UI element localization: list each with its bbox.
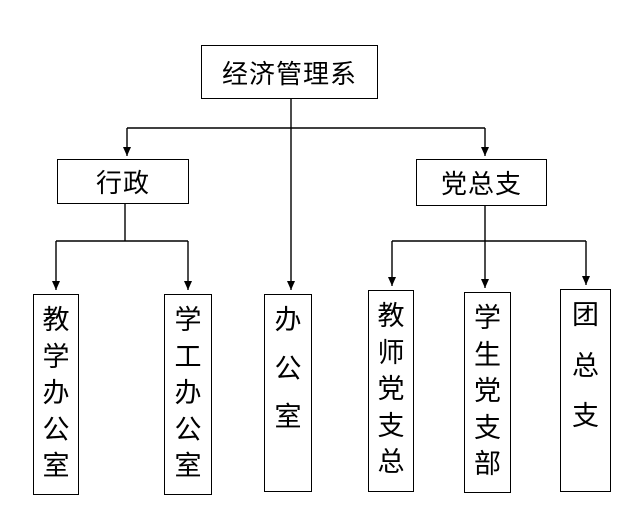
node-char: 党 [377,374,405,405]
node-char: 公 [42,414,70,446]
node-economic-management-dept: 经济管理系 [201,45,378,99]
node-char: 教 [377,301,405,332]
node-char: 学 [42,341,70,373]
node-label: 行政 [95,169,150,199]
node-administration: 行政 [57,159,189,204]
node-char: 学 [174,305,202,336]
node-char: 师 [377,337,405,369]
node-char: 支 [377,410,405,442]
node-char: 总 [377,447,405,478]
node-label: 党总支 [440,170,522,200]
node-teacher-party-branch: 教 师 党 支 总 [368,290,414,492]
node-char: 部 [474,449,501,480]
node-label: 经济管理系 [221,59,357,90]
node-char: 公 [274,353,302,385]
node-char: 工 [174,341,202,373]
node-char: 支 [572,401,599,432]
node-char: 办 [274,305,302,336]
node-char: 党 [474,376,501,407]
node-char: 公 [174,414,202,446]
node-char: 办 [42,378,70,409]
node-teaching-office: 教 学 办 公 室 [33,294,79,495]
node-char: 生 [474,339,501,371]
node-student-affairs-office: 学 工 办 公 室 [164,294,212,495]
node-char: 团 [572,300,599,331]
node-char: 教 [42,305,70,336]
node-char: 室 [42,451,70,482]
node-student-party-branch: 学 生 党 支 部 [464,292,511,493]
node-char: 支 [474,412,501,444]
node-party-general-branch: 党总支 [416,159,547,206]
node-char: 学 [474,303,501,334]
node-char: 总 [572,350,599,382]
node-general-office: 办 公 室 [264,294,312,492]
node-youth-league-branch: 团 总 支 [560,289,611,492]
node-char: 办 [174,378,202,409]
node-char: 室 [274,402,302,433]
node-char: 室 [174,451,202,482]
